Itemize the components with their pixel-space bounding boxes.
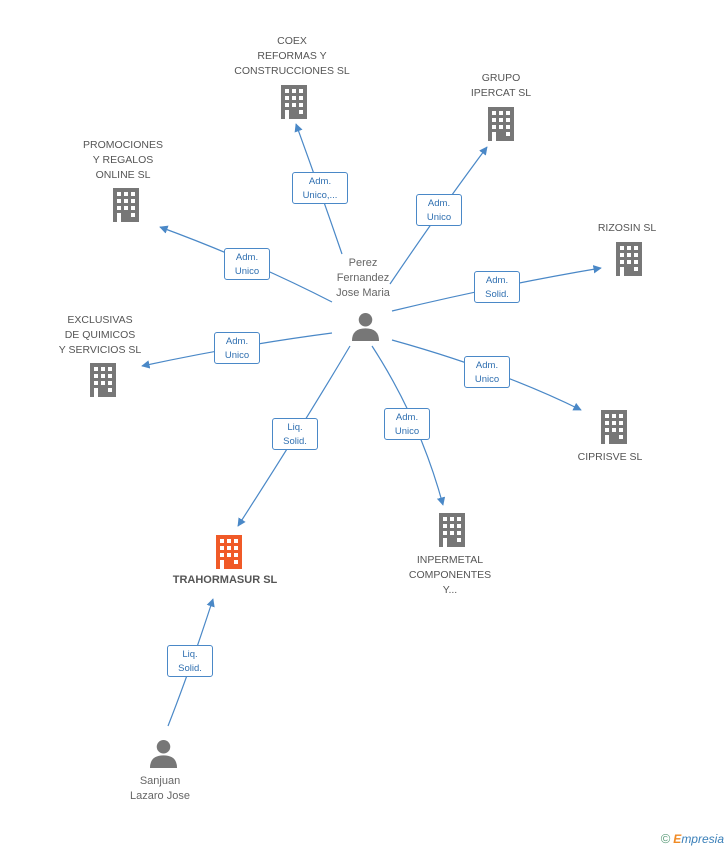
brand-first-letter: E xyxy=(673,832,682,846)
person-icon[interactable] xyxy=(351,312,380,341)
person-icon[interactable] xyxy=(149,739,178,768)
company-label-ciprisve[interactable]: CIPRISVE SL xyxy=(577,451,643,463)
building-icon[interactable] xyxy=(113,188,139,222)
company-label-exclusivas[interactable]: EXCLUSIVAS DE QUIMICOS Y SERVICIOS SL xyxy=(58,314,142,356)
building-icon[interactable] xyxy=(216,535,242,569)
company-label-grupo-ipercat[interactable]: GRUPO IPERCAT SL xyxy=(470,72,532,99)
building-icon[interactable] xyxy=(601,410,627,444)
edge-label-ciprisve: Adm. Unico xyxy=(464,356,510,388)
edge-label-sanjuan: Liq. Solid. xyxy=(167,645,213,677)
building-icon[interactable] xyxy=(488,107,514,141)
person-label-center[interactable]: Perez Fernandez Jose Maria xyxy=(336,257,390,299)
company-label-coex[interactable]: COEX REFORMAS Y CONSTRUCCIONES SL xyxy=(234,35,350,77)
building-icon[interactable] xyxy=(616,242,642,276)
company-label-rizosin[interactable]: RIZOSIN SL xyxy=(597,222,657,234)
building-icon[interactable] xyxy=(90,363,116,397)
company-label-inpermetal[interactable]: INPERMETAL COMPONENTES Y... xyxy=(408,554,492,596)
company-label-trahormasur[interactable]: TRAHORMASUR SL xyxy=(172,574,278,586)
edge-label-rizosin: Adm. Solid. xyxy=(474,271,520,303)
edge-label-trahormasur: Liq. Solid. xyxy=(272,418,318,450)
brand-logo: ©Empresia xyxy=(661,831,724,846)
edge-label-exclusivas: Adm. Unico xyxy=(214,332,260,364)
edge-label-inpermetal: Adm. Unico xyxy=(384,408,430,440)
building-icon[interactable] xyxy=(281,85,307,119)
edge-label-grupo-ipercat: Adm. Unico xyxy=(416,194,462,226)
company-label-promociones[interactable]: PROMOCIONES Y REGALOS ONLINE SL xyxy=(83,139,163,181)
brand-name-rest: mpresia xyxy=(681,832,724,846)
copyright-symbol: © xyxy=(660,831,671,846)
building-icon[interactable] xyxy=(439,513,465,547)
edge-label-coex: Adm. Unico,... xyxy=(292,172,348,204)
edge-label-promociones: Adm. Unico xyxy=(224,248,270,280)
person-label-second[interactable]: Sanjuan Lazaro Jose xyxy=(130,775,190,802)
